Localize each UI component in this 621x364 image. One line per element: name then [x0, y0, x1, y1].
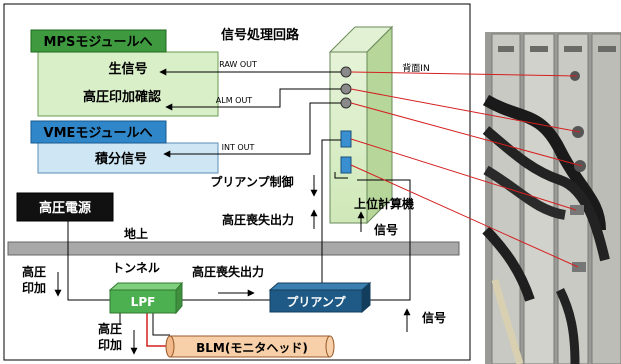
- signal-bottom-label: 信号: [422, 310, 446, 325]
- hv-apply-label-1: 高圧印加: [22, 264, 46, 295]
- tunnel-label: トンネル: [112, 261, 160, 275]
- raw-signal-label: 生信号: [108, 61, 147, 77]
- preamp-box: プリアンプ: [268, 281, 372, 314]
- rack-photo: [482, 32, 621, 364]
- back-in-label: 背面IN: [402, 62, 429, 74]
- hv-loss-output-top-label: 高圧喪失出力: [222, 212, 294, 227]
- raw-out-port: [340, 66, 352, 78]
- hv-confirm-label: 高圧印加確認: [83, 89, 161, 105]
- lpf-label: LPF: [131, 295, 156, 309]
- alm-out-label: ALM OUT: [216, 96, 253, 105]
- connector-port-2: [340, 156, 352, 174]
- ground-bar: [7, 241, 460, 256]
- circuit-title: 信号処理回路: [221, 27, 300, 43]
- vme-module-header: [30, 120, 167, 144]
- output-connections: [159, 68, 341, 158]
- blm-monitor-head: BLM(モニタヘッド): [165, 335, 335, 358]
- vme-module-group: VMEモジュールへ 積分信号: [30, 120, 219, 174]
- int-out-label: INT OUT: [222, 143, 255, 152]
- raw-out-label: RAW OUT: [219, 60, 257, 69]
- signal-processing-circuit: [328, 25, 394, 225]
- direction-arrows: [54, 175, 411, 355]
- blm-label: BLM(モニタヘッド): [196, 341, 308, 355]
- mps-module-header: [30, 29, 167, 53]
- alm-out-port: [340, 83, 352, 95]
- int-out-port: [340, 97, 352, 109]
- ground-label: 地上: [124, 226, 148, 241]
- preamp-control-label: プリアンプ制御: [210, 174, 293, 189]
- upper-computer-label: 上位計算機: [354, 196, 414, 211]
- integral-signal-label: 積分信号: [94, 151, 147, 167]
- preamp-label: プリアンプ: [286, 294, 346, 309]
- hv-supply-box: [16, 192, 114, 222]
- vme-module-label: VMEモジュールへ: [44, 126, 153, 141]
- connector-port-1: [340, 130, 352, 148]
- diagram-frame: [3, 3, 471, 361]
- mps-module-group: MPSモジュールへ 生信号 高圧印加確認: [30, 29, 219, 117]
- hv-supply-label: 高圧電源: [39, 200, 91, 216]
- signal-top-label: 信号: [374, 222, 398, 237]
- hv-apply-label-2: 高圧印加: [98, 321, 122, 352]
- lpf-box: LPF: [108, 281, 184, 315]
- blm-red-cable: [146, 313, 170, 347]
- hv-loss-output-bottom-label: 高圧喪失出力: [192, 264, 264, 279]
- tunnel-wiring: [67, 139, 411, 336]
- photo-pointer-lines: [350, 71, 583, 268]
- mps-module-label: MPSモジュールへ: [44, 35, 153, 50]
